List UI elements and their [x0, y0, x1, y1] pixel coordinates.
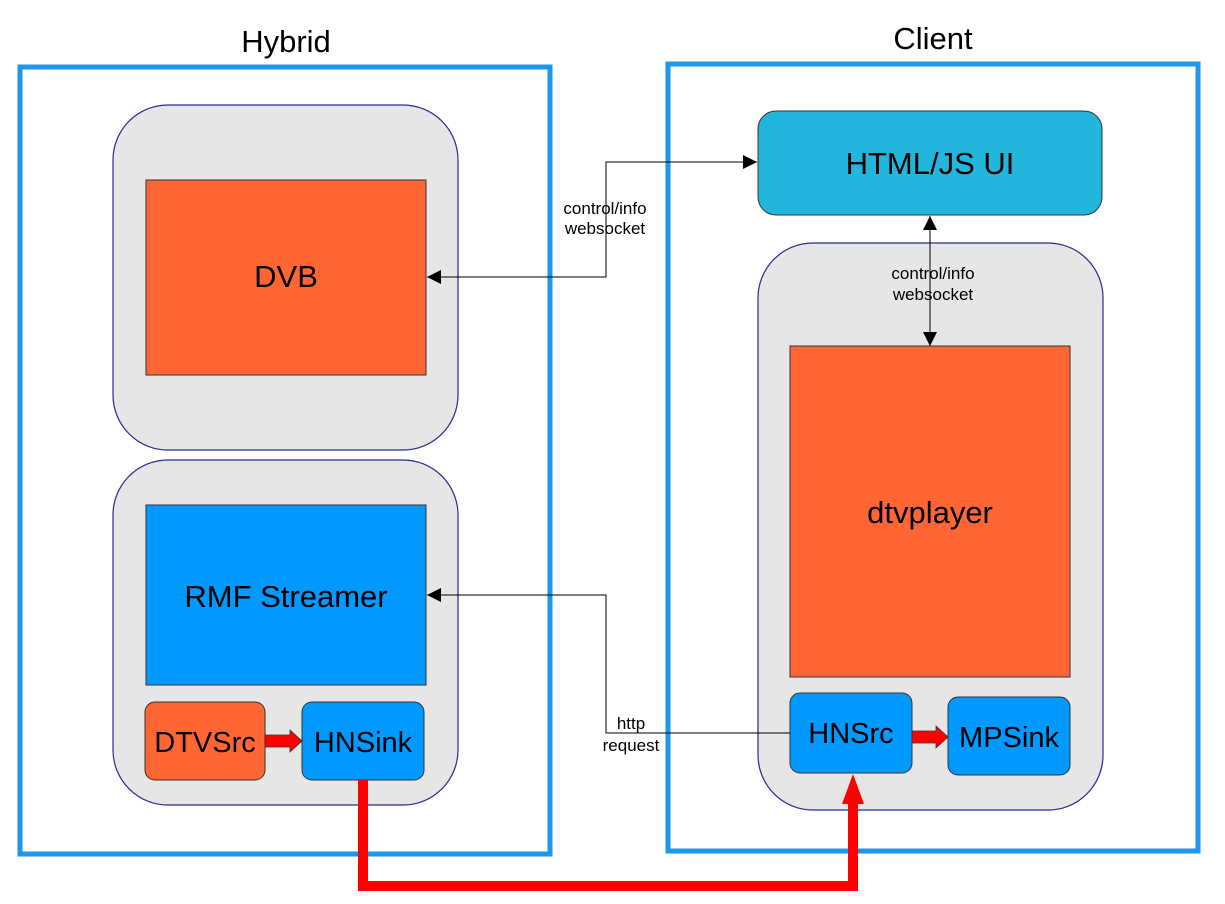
- ui-player-label-line2: websocket: [892, 285, 974, 304]
- hybrid-frame: [17, 64, 553, 857]
- mpsink-block: [947, 696, 1071, 776]
- stream-data-path: [358, 780, 858, 891]
- http-label-line1: http: [617, 714, 645, 733]
- rmf-streamer-block: [145, 504, 427, 686]
- client-title: Client: [893, 21, 973, 56]
- hybrid-title: Hybrid: [241, 24, 331, 59]
- dtvplayer-block: [789, 345, 1071, 678]
- dtvplayer-label: dtvplayer: [867, 495, 993, 530]
- http-label-line2: request: [603, 736, 660, 755]
- html-js-ui-block: [757, 110, 1103, 216]
- ui-player-label-line1: control/info: [891, 264, 974, 283]
- mpsink-label: MPSink: [959, 722, 1059, 754]
- dvb-block: [145, 179, 427, 376]
- hnsrc-to-mpsink-arrow: [911, 725, 949, 749]
- html-js-ui-label: HTML/JS UI: [846, 146, 1015, 181]
- stream-data-arrowhead: [842, 774, 864, 804]
- rmf-streamer-label: RMF Streamer: [184, 579, 387, 614]
- http-request-connector: [427, 588, 790, 734]
- ui-dvb-label-line1: control/info: [563, 199, 646, 218]
- hnsrc-label: HNSrc: [808, 718, 893, 750]
- ui-dvb-connector: [427, 155, 757, 284]
- dtvsrc-label: DTVSrc: [154, 727, 256, 759]
- dtvsrc-to-hnsink-arrow: [264, 729, 303, 753]
- ui-dvb-label-line2: websocket: [564, 219, 646, 238]
- dvb-label: DVB: [254, 259, 318, 294]
- hnsink-label: HNSink: [314, 727, 413, 759]
- client-frame: [665, 61, 1201, 854]
